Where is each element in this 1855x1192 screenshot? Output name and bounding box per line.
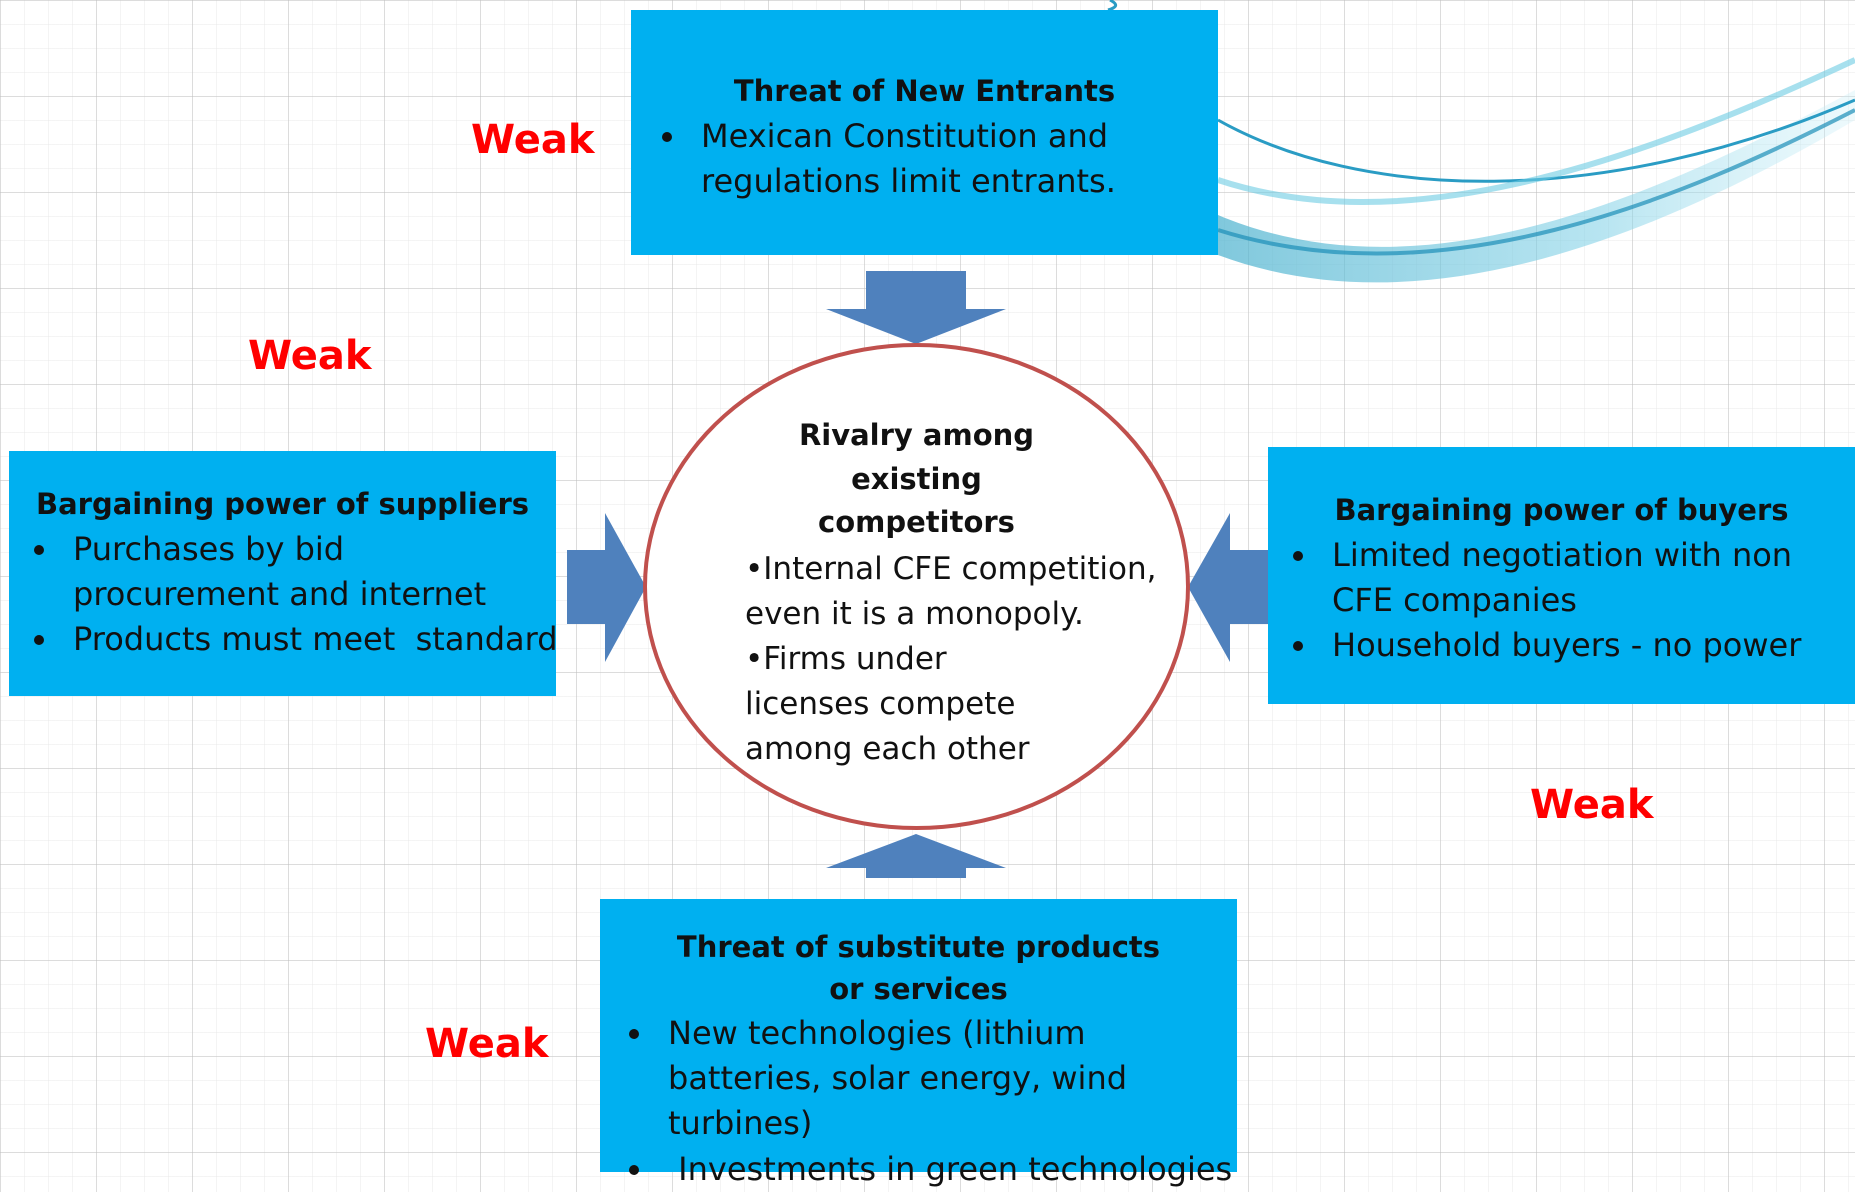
box-title: Bargaining power of buyers bbox=[1268, 489, 1855, 533]
substitutes-rating: Weak bbox=[425, 1021, 548, 1067]
rivalry-point: •Firms under licenses compete among each… bbox=[745, 637, 1075, 772]
buyer-power-box: Bargaining power of buyers Limited negot… bbox=[1268, 447, 1855, 704]
arrow-left-icon bbox=[1188, 513, 1268, 662]
box-title: Threat of substitute products or service… bbox=[600, 927, 1237, 1011]
box-title: Threat of New Entrants bbox=[631, 70, 1218, 114]
box-title: Bargaining power of suppliers bbox=[9, 483, 556, 527]
buyers-rating: Weak bbox=[1530, 782, 1653, 828]
rivalry-title: Rivalry among existing competitors bbox=[647, 414, 1186, 545]
entrants-rating: Weak bbox=[471, 117, 594, 163]
arrow-right-icon bbox=[567, 513, 646, 662]
list-item: Mexican Constitution and regulations lim… bbox=[689, 114, 1218, 205]
list-item: New technologies (lithium batteries, sol… bbox=[656, 1011, 1237, 1147]
bullet-list: Limited negotiation with non CFE compani… bbox=[1268, 533, 1855, 669]
arrow-up-icon bbox=[826, 834, 1006, 878]
list-item: Household buyers - no power bbox=[1320, 623, 1855, 668]
list-item: Limited negotiation with non CFE compani… bbox=[1320, 533, 1855, 624]
threat-new-entrants-box: Threat of New Entrants Mexican Constitut… bbox=[631, 10, 1218, 255]
rivalry-circle: Rivalry among existing competitors •Inte… bbox=[643, 343, 1190, 830]
rivalry-points: •Internal CFE competition, even it is a … bbox=[745, 547, 1175, 772]
bullet-list: Mexican Constitution and regulations lim… bbox=[631, 114, 1218, 205]
suppliers-rating: Weak bbox=[248, 333, 371, 379]
threat-substitutes-box: Threat of substitute products or service… bbox=[600, 899, 1237, 1172]
bullet-list: New technologies (lithium batteries, sol… bbox=[600, 1011, 1237, 1192]
rivalry-point: •Internal CFE competition, even it is a … bbox=[745, 547, 1175, 637]
arrow-down-icon bbox=[826, 271, 1006, 344]
supplier-power-box: Bargaining power of suppliers Purchases … bbox=[9, 451, 556, 696]
bullet-list: Purchases by bid procurement and interne… bbox=[9, 527, 556, 663]
list-item: Investments in green technologies bbox=[656, 1147, 1237, 1192]
list-item: Products must meet standard bbox=[61, 617, 556, 662]
list-item: Purchases by bid procurement and interne… bbox=[61, 527, 556, 618]
